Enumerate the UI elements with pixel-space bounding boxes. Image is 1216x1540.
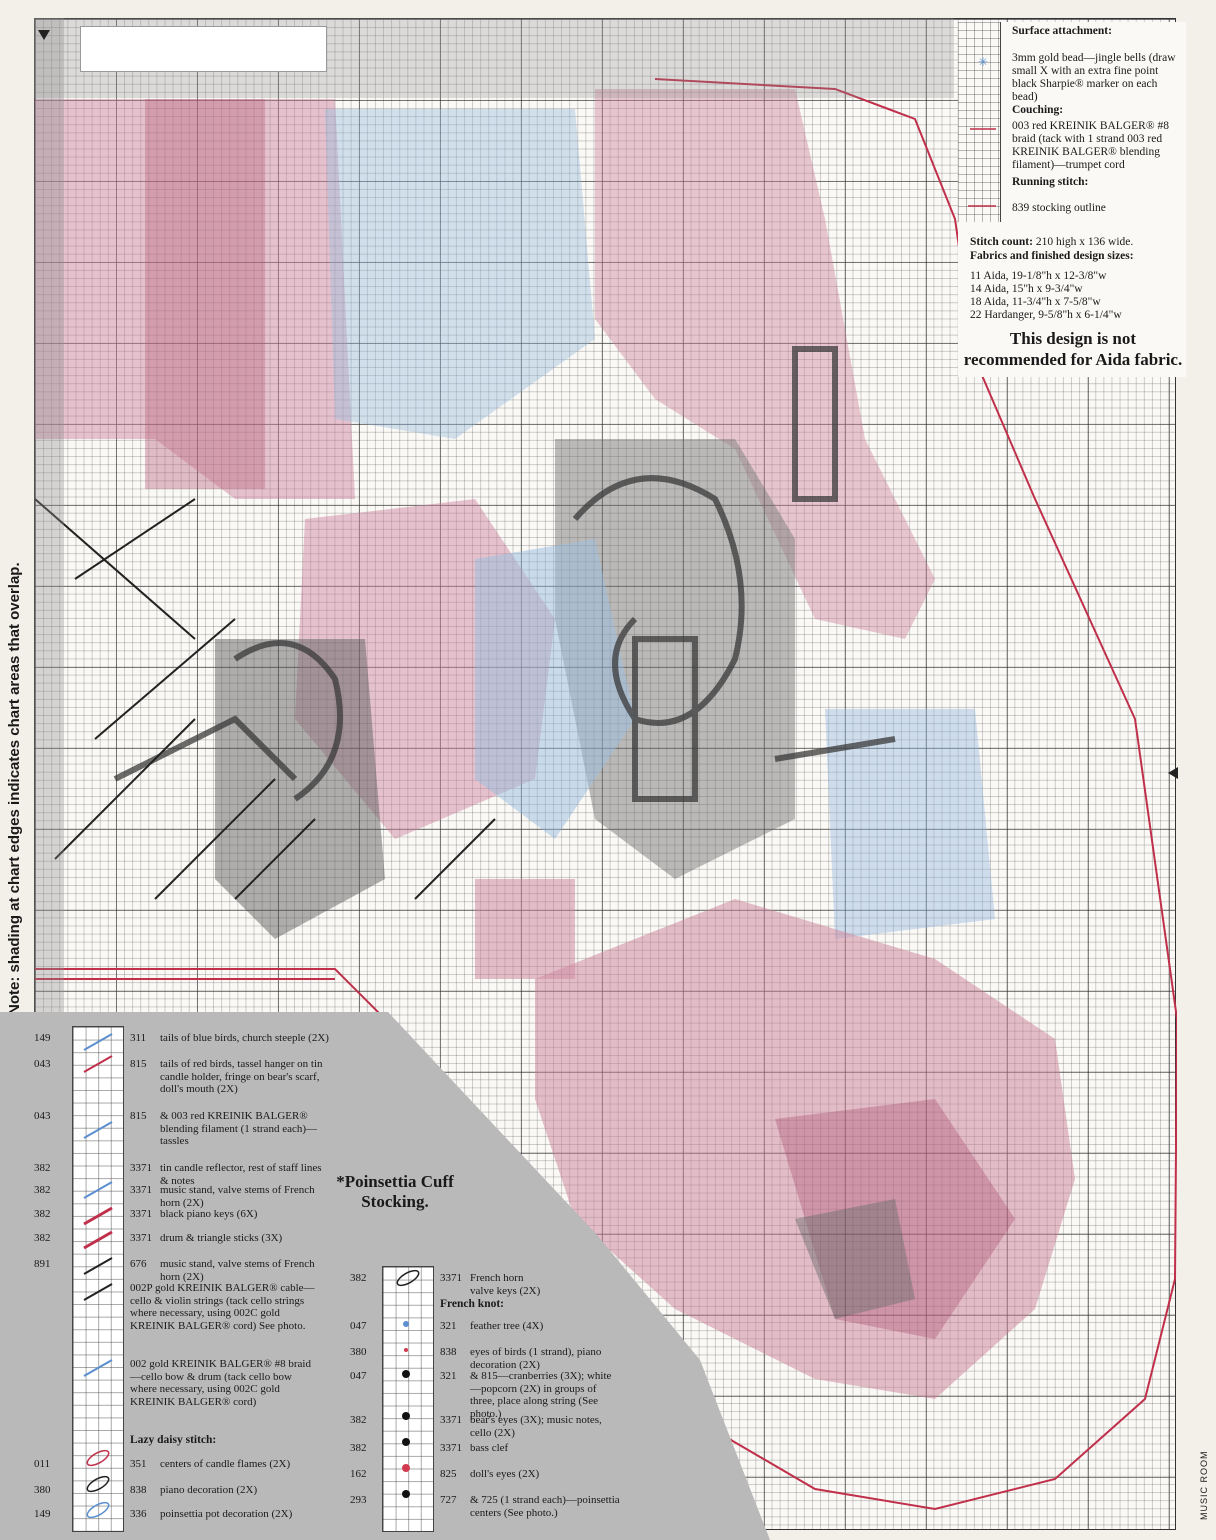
key-text: & 003 red KREINIK BALGER® blending filam… <box>160 1110 318 1147</box>
blank-label-box <box>80 26 327 72</box>
key-text: drum & triangle sticks (3X) <box>160 1232 283 1244</box>
key-text: tails of blue birds, church steeple (2X) <box>160 1032 329 1044</box>
surface-bead-text: 3mm gold bead—jingle bells (draw small X… <box>1012 52 1176 103</box>
motif-candle-holder <box>35 99 355 499</box>
size-item: 22 Hardanger, 9-5/8"h x 6-1/4"w <box>970 309 1122 321</box>
key-text: piano decoration (2X) <box>160 1484 258 1496</box>
chart-motifs <box>35 78 1177 1511</box>
horn-tube <box>572 475 745 726</box>
motif-violin <box>535 899 1075 1399</box>
motif-tassel <box>145 99 265 489</box>
couching-text: 003 red KREINIK BALGER® #8 braid (tack w… <box>1012 120 1169 171</box>
size-item: 11 Aida, 19-1/8"h x 12-3/8"w <box>970 270 1107 282</box>
key-text: 002 gold KREINIK BALGER® #8 braid—cello … <box>130 1358 311 1408</box>
size-item: 14 Aida, 15"h x 9-3/4"w <box>970 283 1083 295</box>
key-text: & 725 (1 strand each)—poinsettia centers… <box>470 1494 620 1519</box>
motif-trumpet <box>595 89 935 639</box>
info-swatch-column <box>958 22 1001 222</box>
fabrics-title: Fabrics and finished design sizes: <box>970 250 1134 262</box>
motif-birds <box>325 109 595 439</box>
key-text: & 815—cranberries (3X); white—popcorn (2… <box>470 1370 612 1420</box>
motif-drum <box>475 539 635 839</box>
aida-warning: This design is not recommended for Aida … <box>963 329 1183 369</box>
motif-violin-body <box>775 1099 1015 1339</box>
bead-star-icon: ✳ <box>978 55 988 69</box>
key-text: 002P gold KREINIK BALGER® cable—cello & … <box>130 1282 315 1332</box>
key-text: music stand, valve stems of French horn … <box>160 1258 315 1283</box>
bell-hanger <box>774 736 896 762</box>
motif-block <box>475 879 575 979</box>
info-swatch-symbols: ✳ <box>968 55 996 207</box>
horn-valves <box>632 636 698 802</box>
couching-title: Couching: <box>1012 104 1064 116</box>
surface-title: Surface attachment: <box>1012 25 1112 37</box>
key-text: bear's eyes (3X); music notes, cello (2X… <box>470 1414 602 1439</box>
key-text: black piano keys (6X) <box>160 1208 258 1220</box>
key-text: eyes of birds (1 strand), piano decorati… <box>470 1346 602 1371</box>
key-text: bass clef <box>470 1442 509 1454</box>
running-title: Running stitch: <box>1012 176 1089 188</box>
motif-bells <box>825 709 995 939</box>
bear-arm <box>233 640 343 802</box>
key-text: music stand, valve stems of French horn … <box>160 1184 315 1209</box>
center-marker-right-icon <box>1168 767 1178 779</box>
key-text: French horn valve keys (2X) <box>470 1272 541 1297</box>
overlap-shading-left <box>34 18 64 1028</box>
key-text: doll's eyes (2X) <box>470 1468 540 1480</box>
key-text: feather tree (4X) <box>470 1320 544 1332</box>
running-text: 839 stocking outline <box>1012 202 1106 214</box>
trumpet-bell <box>792 346 838 502</box>
size-item: 18 Aida, 11-3/4"h x 7-5/8"w <box>970 296 1101 308</box>
info-box: ✳ Surface attachment: 3mm gold bead—jing… <box>958 22 1186 377</box>
key-text: tin candle reflector, rest of staff line… <box>160 1162 322 1187</box>
key-text: poinsettia pot decoration (2X) <box>160 1508 293 1520</box>
key-text: centers of candle flames (2X) <box>160 1458 291 1470</box>
stitch-count: Stitch count: 210 high x 136 wide. <box>970 236 1134 248</box>
motif-violin-chinrest <box>795 1199 915 1319</box>
key-text: tails of red birds, tassel hanger on tin… <box>160 1058 323 1095</box>
motif-poinsettia <box>295 499 555 839</box>
center-marker-top-icon <box>38 30 50 40</box>
